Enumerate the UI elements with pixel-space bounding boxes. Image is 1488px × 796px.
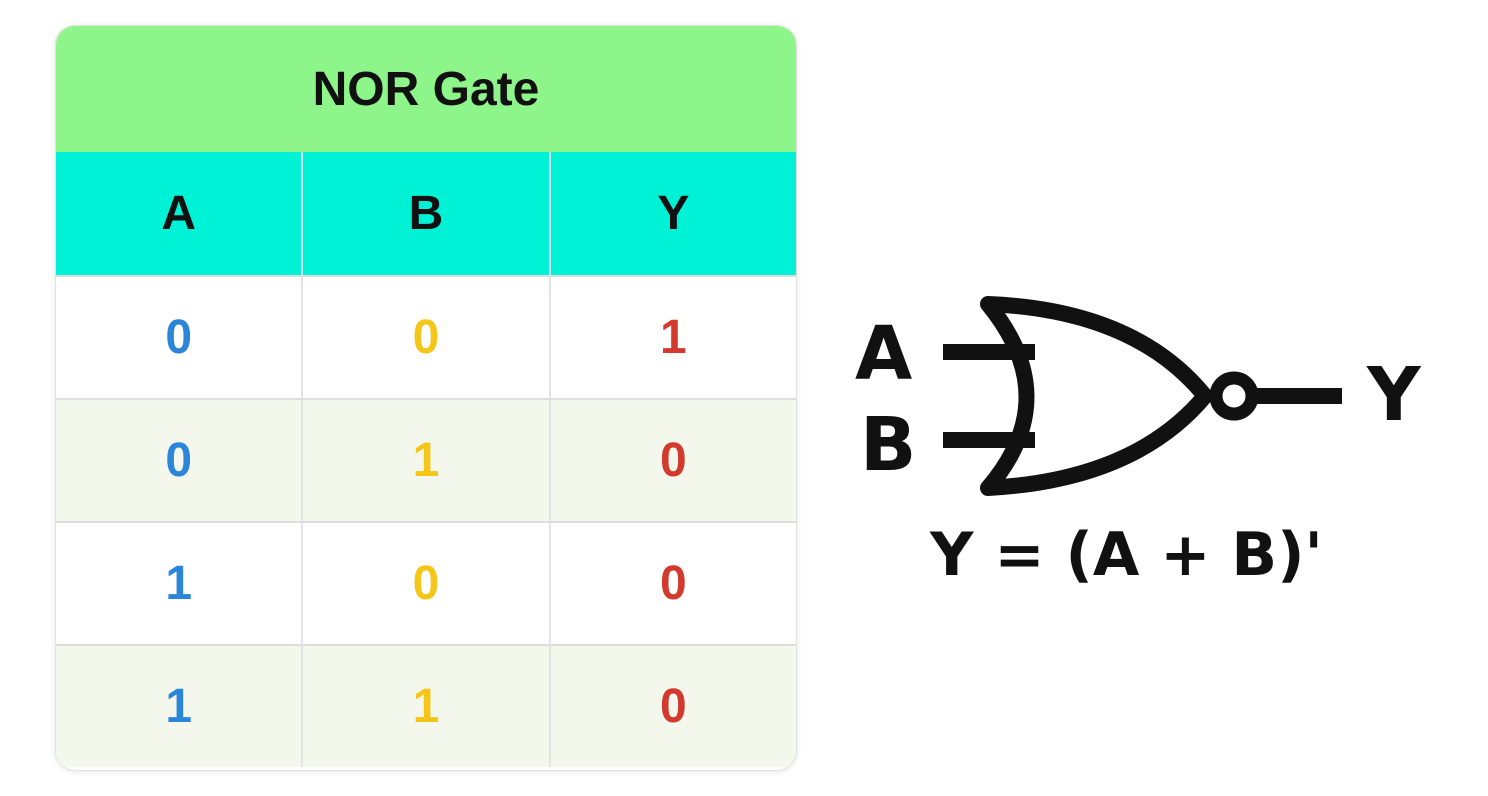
cell-b: 0 xyxy=(303,277,551,398)
table-row: 1 0 0 xyxy=(56,521,796,644)
cell-a: 0 xyxy=(56,400,304,521)
cell-y: 0 xyxy=(659,434,687,487)
nor-gate-diagram: A B Y Y = (A + B)' xyxy=(830,270,1450,610)
table-title: NOR Gate xyxy=(56,26,796,152)
cell-b: 1 xyxy=(303,646,551,767)
cell-y: 0 xyxy=(659,680,687,733)
column-header-y: Y xyxy=(657,187,690,240)
header-row: A B Y xyxy=(56,152,796,275)
column-header-a: A xyxy=(56,152,304,275)
boolean-expression: Y = (A + B)' xyxy=(930,520,1323,590)
nor-gate-symbol xyxy=(943,296,1342,496)
inversion-bubble xyxy=(1209,371,1259,421)
cell-a: 1 xyxy=(56,523,304,644)
cell-a: 0 xyxy=(56,277,304,398)
cell-b: 0 xyxy=(303,523,551,644)
cell-a: 1 xyxy=(56,646,304,767)
cell-y: 1 xyxy=(659,311,687,364)
input-a-label: A xyxy=(855,311,913,397)
table-row: 0 1 0 xyxy=(56,398,796,521)
cell-y: 0 xyxy=(659,557,687,610)
input-b-label: B xyxy=(860,402,917,488)
nor-gate-body xyxy=(980,296,1213,496)
table-row: 0 0 1 xyxy=(56,275,796,398)
table-row: 1 1 0 xyxy=(56,644,796,767)
cell-b: 1 xyxy=(303,400,551,521)
truth-table: NOR Gate A B Y 0 0 1 0 1 0 1 0 0 1 1 0 xyxy=(55,25,797,771)
column-header-b: B xyxy=(303,152,551,275)
output-y-label: Y xyxy=(1367,352,1421,438)
